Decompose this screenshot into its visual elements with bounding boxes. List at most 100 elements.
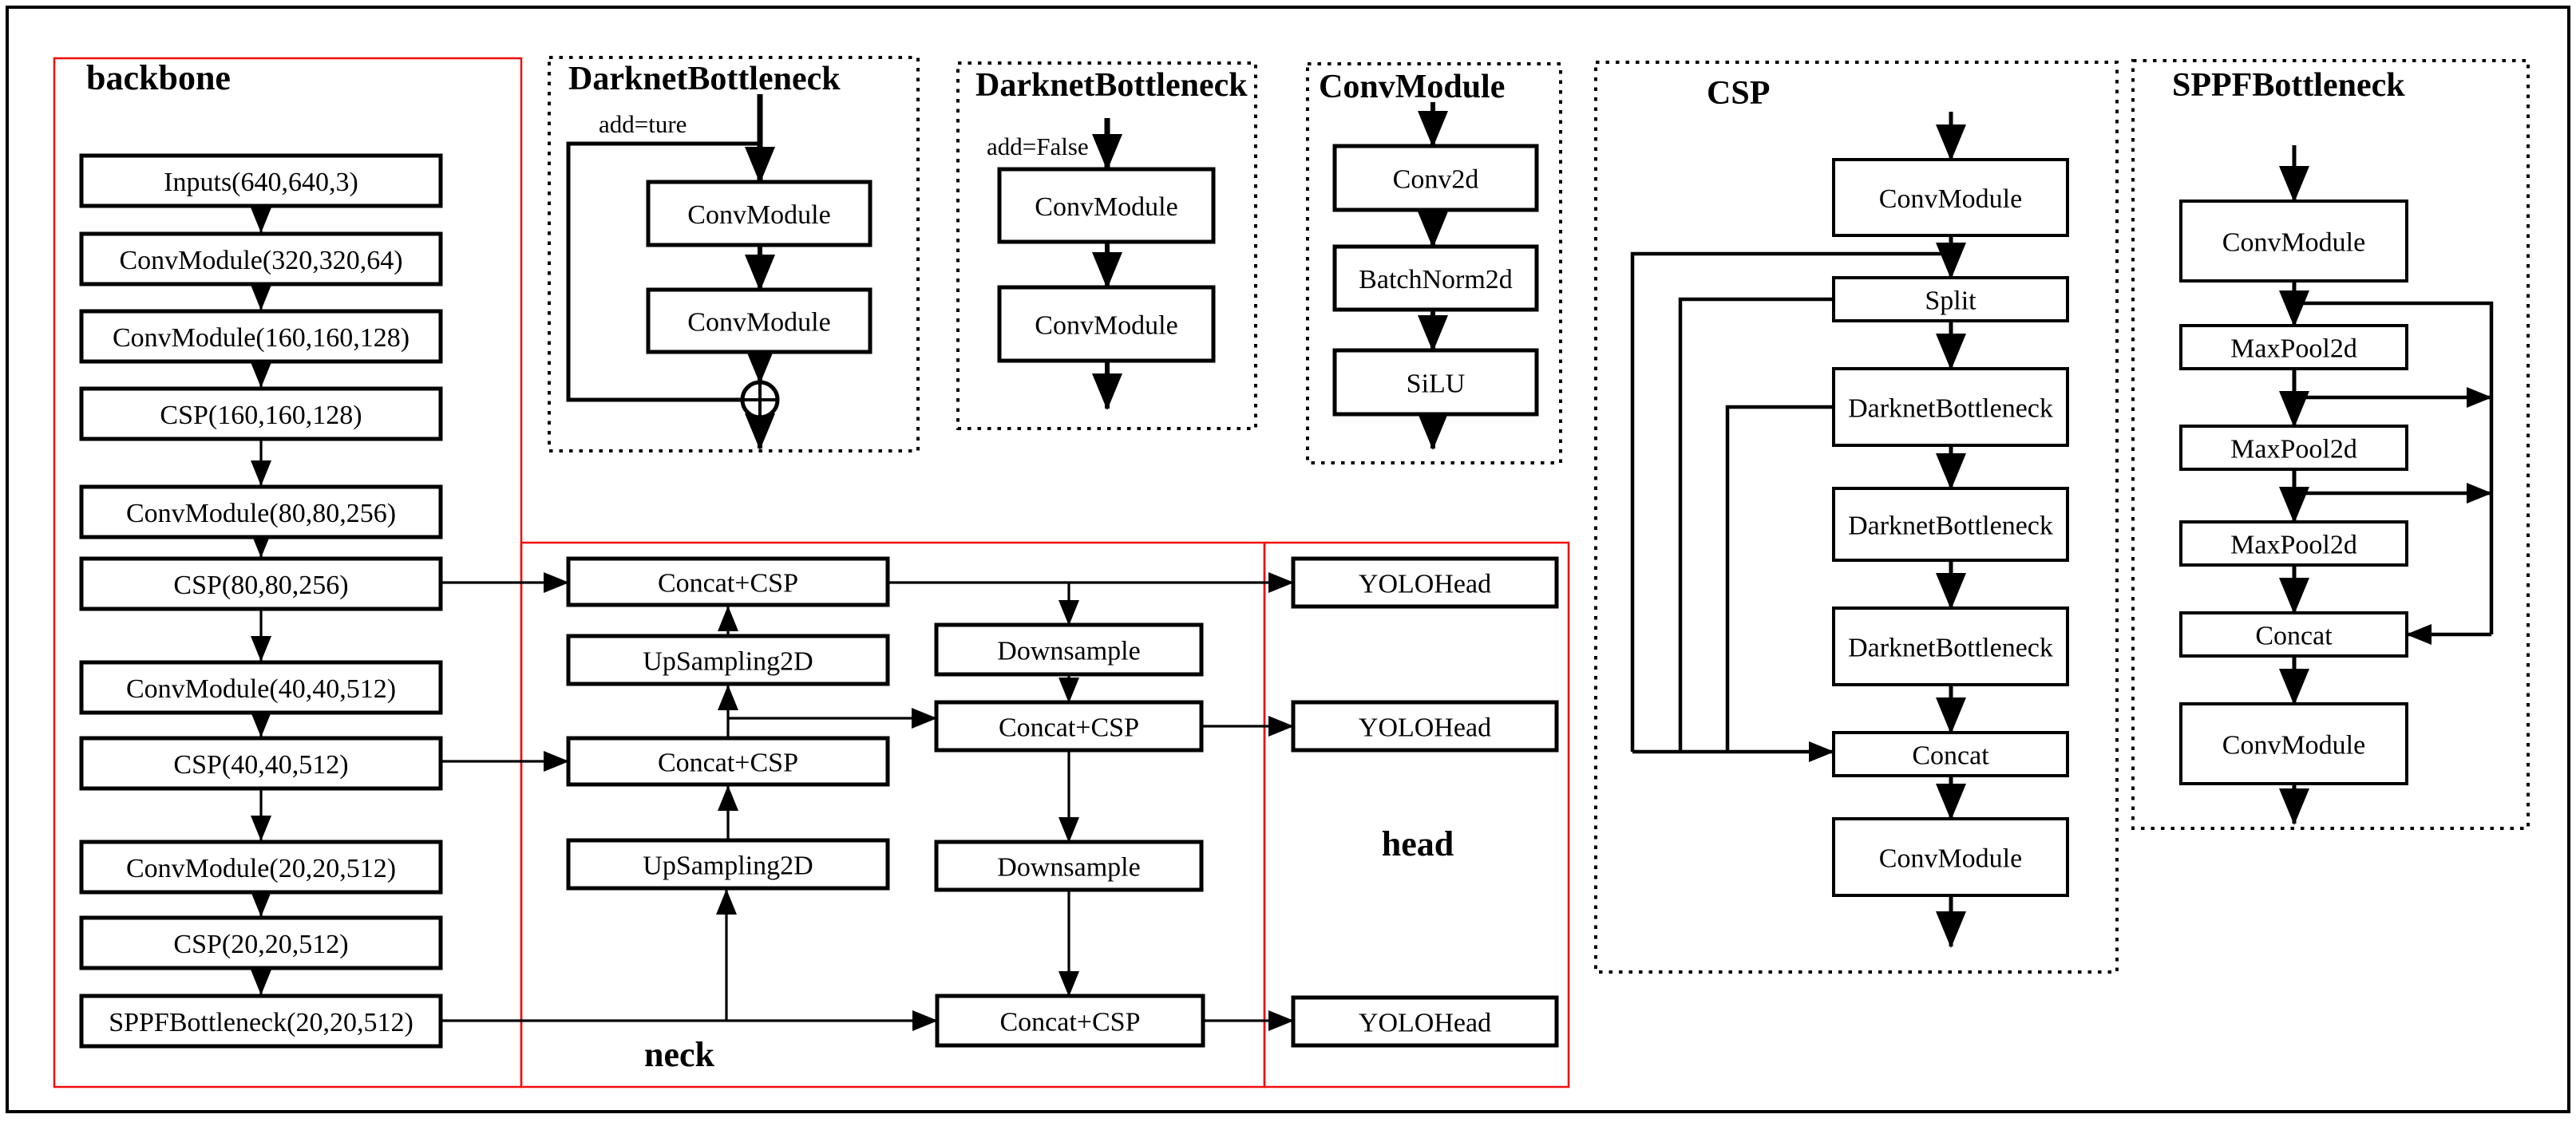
node-sppf-mp3-label: MaxPool2d	[2230, 531, 2357, 560]
node-bb-conv1	[79, 231, 443, 286]
node-bb-csp4	[79, 915, 443, 970]
node-db2-conv1	[997, 167, 1216, 244]
node-bb-csp4-label: CSP(20,20,512)	[173, 930, 348, 959]
panel-sppfbottleneck-outline	[2131, 59, 2530, 830]
node-nk-down1-label: Downsample	[997, 637, 1140, 666]
panel-csp-outline	[1594, 61, 2119, 974]
node-nk-up1-label: UpSampling2D	[643, 647, 813, 677]
node-hd-yolo3-label: YOLOHead	[1359, 1009, 1491, 1038]
node-csp-db2-label: DarknetBottleneck	[1848, 512, 2053, 541]
node-bb-csp1-label: CSP(160,160,128)	[160, 401, 362, 430]
node-nk-concatcsp1-label: Concat+CSP	[658, 569, 798, 599]
node-db1-conv1-label: ConvModule	[687, 200, 830, 230]
node-bb-conv2-label: ConvModule(160,160,128)	[113, 323, 410, 353]
node-cm-silu	[1332, 348, 1539, 417]
node-bb-conv2	[79, 309, 443, 364]
node-hd-yolo3	[1291, 995, 1559, 1048]
panel-convmodule-outline	[1306, 62, 1562, 464]
node-bb-conv4	[79, 660, 443, 715]
node-csp-db3-label: DarknetBottleneck	[1848, 634, 2053, 663]
node-sppf-conv2	[2179, 702, 2408, 785]
node-csp-split	[1832, 276, 2069, 322]
region-head-outline	[1263, 541, 1570, 1089]
node-nk-concatcsp2	[566, 736, 890, 787]
node-bb-sppf-label: SPPFBottleneck(20,20,512)	[109, 1008, 414, 1037]
node-csp-concat-label: Concat	[1912, 741, 1989, 771]
node-cm-conv2d	[1332, 144, 1539, 212]
node-bb-csp2-label: CSP(80,80,256)	[173, 571, 348, 600]
node-csp-conv2	[1832, 817, 2069, 897]
connector-edge-47	[1725, 405, 1834, 752]
node-sppf-mp2-label: MaxPool2d	[2230, 435, 2357, 464]
node-nk-concatcsp4	[935, 994, 1205, 1048]
node-cm-silu-label: SiLU	[1407, 369, 1466, 399]
node-nk-down2	[934, 840, 1204, 892]
node-bb-sppf	[79, 994, 443, 1049]
panel-convmodule-title: ConvModule	[1319, 69, 1505, 105]
node-nk-down1	[934, 622, 1204, 677]
node-db1-conv2	[646, 287, 873, 354]
panel-darknet-bottleneck-false-note: add=False	[987, 132, 1089, 160]
node-csp-split-label: Split	[1925, 286, 1977, 316]
connector-edge-45	[1630, 251, 1951, 752]
node-db2-conv2	[997, 285, 1216, 363]
node-bb-conv3-label: ConvModule(80,80,256)	[126, 499, 396, 528]
node-csp-db1	[1832, 367, 2069, 447]
panel-sppfbottleneck-title: SPPFBottleneck	[2172, 67, 2405, 104]
node-csp-db3	[1832, 607, 2069, 686]
node-sppf-mp2	[2179, 425, 2408, 471]
connector-edge-26	[566, 141, 760, 402]
node-bb-csp1	[79, 386, 443, 441]
node-bb-conv5-label: ConvModule(20,20,512)	[126, 854, 396, 883]
panel-darknet-bottleneck-false-outline	[956, 61, 1257, 430]
region-neck-label: neck	[644, 1035, 715, 1074]
node-nk-concatcsp1	[566, 556, 890, 607]
node-db2-conv1-label: ConvModule	[1035, 192, 1177, 222]
node-nk-down2-label: Downsample	[997, 853, 1140, 883]
node-nk-concatcsp2-label: Concat+CSP	[658, 749, 798, 778]
node-db2-conv2-label: ConvModule	[1035, 311, 1177, 341]
node-sppf-concat-label: Concat	[2255, 622, 2333, 651]
node-sppf-mp1	[2179, 324, 2408, 370]
panel-darknet-bottleneck-true-title: DarknetBottleneck	[568, 61, 841, 97]
node-csp-db1-label: DarknetBottleneck	[1848, 394, 2053, 424]
node-bb-inputs	[79, 153, 443, 208]
node-bb-conv1-label: ConvModule(320,320,64)	[119, 246, 402, 275]
node-hd-yolo1	[1291, 556, 1559, 609]
node-sppf-conv1-label: ConvModule	[2222, 228, 2365, 258]
node-csp-conv1-label: ConvModule	[1879, 184, 2022, 214]
node-csp-concat	[1832, 731, 2069, 777]
node-sppf-concat	[2179, 611, 2408, 658]
node-hd-yolo2	[1291, 700, 1559, 753]
figure-border	[6, 6, 2570, 1113]
node-nk-concatcsp3	[934, 700, 1204, 753]
region-head-label: head	[1382, 824, 1454, 863]
node-bb-csp2	[79, 556, 443, 611]
connector-edge-46	[1678, 297, 1834, 752]
node-csp-conv1	[1832, 158, 2069, 237]
node-bb-conv4-label: ConvModule(40,40,512)	[126, 674, 396, 704]
node-cm-conv2d-label: Conv2d	[1393, 165, 1479, 195]
panel-csp-title: CSP	[1707, 75, 1770, 112]
node-sppf-mp1-label: MaxPool2d	[2230, 334, 2357, 364]
node-hd-yolo1-label: YOLOHead	[1359, 570, 1491, 599]
node-nk-concatcsp4-label: Concat+CSP	[1000, 1008, 1141, 1037]
node-nk-up2-label: UpSampling2D	[643, 851, 813, 881]
node-cm-bn	[1332, 244, 1539, 312]
node-db1-conv2-label: ConvModule	[687, 308, 830, 338]
node-cm-bn-label: BatchNorm2d	[1359, 265, 1513, 294]
node-nk-up2	[566, 838, 890, 891]
node-sppf-conv1	[2179, 200, 2408, 283]
node-sppf-mp3	[2179, 520, 2408, 567]
node-bb-inputs-label: Inputs(640,640,3)	[164, 168, 358, 197]
region-backbone-label: backbone	[86, 58, 231, 97]
node-bb-csp3	[79, 736, 443, 791]
node-nk-up1	[566, 634, 890, 686]
node-sppf-conv2-label: ConvModule	[2222, 731, 2365, 761]
node-nk-concatcsp3-label: Concat+CSP	[999, 713, 1139, 743]
node-csp-conv2-label: ConvModule	[1879, 844, 2022, 874]
node-bb-csp3-label: CSP(40,40,512)	[173, 750, 348, 780]
panel-darknet-bottleneck-false-title: DarknetBottleneck	[975, 67, 1248, 104]
panel-darknet-bottleneck-true-outline	[548, 56, 920, 452]
